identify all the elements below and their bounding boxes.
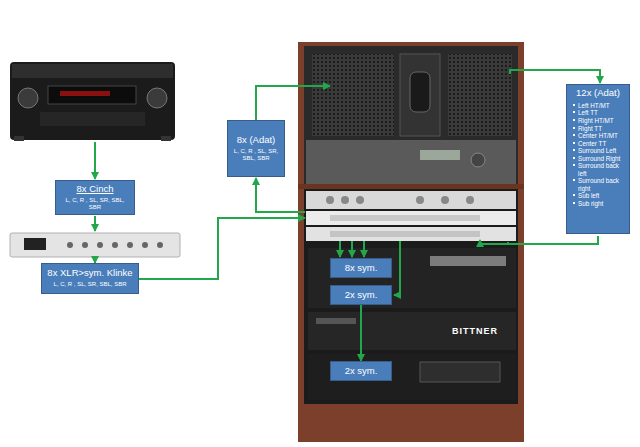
channel-list: L, C, R , SL, SR, SBL, SBR — [53, 281, 126, 288]
signal-wires-part — [363, 241, 365, 257]
signal-arrow — [360, 305, 362, 361]
channel-item: Center TT — [570, 140, 626, 148]
rack-cabinet-part — [448, 54, 512, 136]
av-receiver-part — [60, 91, 110, 96]
channel-item: Left HT/MT — [570, 102, 626, 110]
rack-cabinet-part — [430, 256, 506, 266]
rack-device-part — [10, 233, 180, 257]
rack-cabinet-part — [298, 184, 524, 189]
rack-cabinet-part — [466, 196, 474, 204]
signal-wires-part — [94, 142, 96, 179]
channel-item: Left TT — [570, 109, 626, 117]
rack-cabinet-part — [306, 227, 516, 241]
av-receiver-part — [147, 88, 167, 108]
rack-cabinet-part — [312, 54, 394, 136]
rack-cabinet-part — [306, 140, 516, 184]
box-title: 8x Cinch — [77, 184, 114, 195]
rack-device — [10, 233, 180, 257]
rack-cabinet — [298, 42, 524, 442]
box-title: 2x sym. — [345, 366, 378, 377]
rack-cabinet-part — [420, 362, 500, 382]
rack-device-part — [127, 242, 133, 248]
rack-device-part — [157, 242, 163, 248]
rack-cabinet-part — [308, 312, 516, 350]
signal-wires-part — [351, 241, 353, 257]
rack-device-part — [97, 242, 103, 248]
signal-wires-part — [94, 216, 96, 231]
signal-wires-part — [394, 241, 400, 295]
av-receiver-part — [12, 64, 173, 78]
box-title: 8x sym. — [345, 263, 378, 274]
rack-cabinet-part — [341, 196, 349, 204]
signal-box: 8x Cinch L, C, R , SL, SR, SBL, SBR — [55, 180, 135, 215]
rack-cabinet-part — [298, 404, 524, 442]
rack-device-part — [24, 238, 46, 250]
output-box: 2x sym. — [330, 285, 392, 305]
signal-wires — [95, 70, 600, 295]
signal-wires-part — [139, 218, 305, 279]
channel-item: Sub left — [570, 192, 626, 200]
channel-item: Right TT — [570, 125, 626, 133]
rack-cabinet-part — [441, 196, 449, 204]
rack-cabinet-part — [306, 211, 516, 225]
output-box: 2x sym. — [330, 361, 392, 381]
rack-device-part — [82, 242, 88, 248]
rack-cabinet-part — [316, 318, 356, 324]
signal-box: 8x XLR>sym. Klinke L, C, R , SL, SR, SBL,… — [41, 263, 139, 294]
channel-item: Center HT/MT — [570, 132, 626, 140]
av-receiver-part — [14, 136, 24, 141]
channel-item: Sub right — [570, 200, 626, 208]
av-receiver-part — [48, 86, 136, 104]
av-receiver — [10, 62, 175, 141]
av-receiver-part — [161, 136, 171, 141]
channel-item: Surround back left — [570, 162, 626, 177]
av-receiver-part — [18, 88, 38, 108]
channel-item: Surround back right — [570, 177, 626, 192]
signal-wires-part — [510, 70, 600, 83]
rack-cabinet-part — [330, 231, 480, 237]
box-title: 8x XLR>sym. Klinke — [47, 268, 132, 279]
signal-wires-part — [256, 86, 330, 120]
rack-cabinet-part — [304, 46, 518, 184]
rack-device-part — [142, 242, 148, 248]
rack-device-part — [67, 242, 73, 248]
signal-wires-part — [256, 178, 305, 212]
av-receiver-part — [10, 62, 175, 140]
rack-cabinet-part — [400, 54, 440, 136]
channel-list: L, C, R , SL, SR, SBL, SBR — [59, 197, 131, 211]
av-receiver-part — [40, 112, 145, 126]
rack-device-part — [112, 242, 118, 248]
rack-cabinet-part — [304, 189, 518, 437]
rack-cabinet-part — [326, 196, 334, 204]
box-title: 2x sym. — [345, 290, 378, 301]
rack-cabinet-part — [306, 191, 516, 209]
box-title: 8x (Adat) — [237, 135, 276, 146]
signal-wires-part — [339, 241, 341, 257]
rack-cabinet-part — [308, 354, 516, 400]
output-box: 8x sym. — [330, 258, 392, 278]
signal-wires-part — [508, 236, 598, 244]
channel-item: Right HT/MT — [570, 117, 626, 125]
signal-wires-part — [480, 240, 508, 244]
signal-box: 8x (Adat) L, C, R , SL, SR, SBL, SBR — [227, 120, 285, 177]
rack-cabinet-part — [416, 196, 424, 204]
channel-item: Surround Right — [570, 155, 626, 163]
channel-item: Surround Left — [570, 147, 626, 155]
channel-list: L, C, R , SL, SR, SBL, SBR — [231, 148, 281, 162]
rack-cabinet-part — [471, 153, 485, 167]
brand-label: BITTNER — [452, 326, 498, 336]
box-title: 12x (Adat) — [576, 88, 620, 99]
rack-cabinet-part — [330, 215, 480, 221]
rack-cabinet-part — [420, 150, 460, 160]
rack-cabinet-part — [298, 42, 524, 442]
rack-cabinet-part — [356, 196, 364, 204]
channel-list-box: 12x (Adat) Left HT/MTLeft TTRight HT/MTRi… — [566, 84, 630, 234]
rack-cabinet-part — [410, 72, 430, 112]
